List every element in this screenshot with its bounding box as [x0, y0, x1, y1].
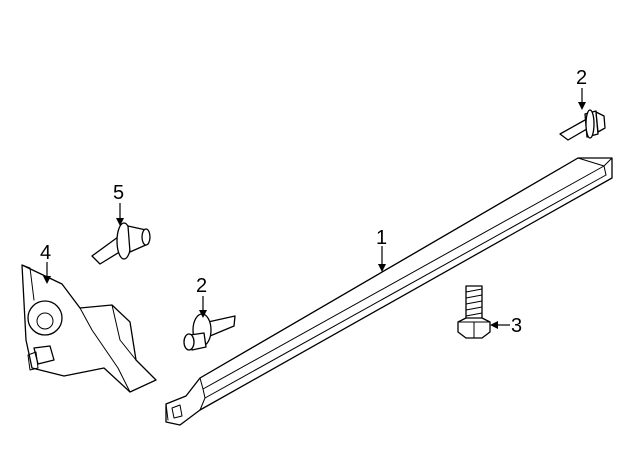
rear-push-pin[interactable] [559, 109, 606, 141]
bolt[interactable] [457, 285, 491, 339]
callout-number-1: 1 [376, 227, 387, 249]
callout-4: 4 [40, 242, 51, 284]
callout-number-2-rear: 2 [576, 67, 587, 89]
callout-number-5: 5 [113, 182, 124, 204]
callout-number-4: 4 [40, 242, 51, 264]
front-push-pin[interactable] [183, 313, 236, 351]
upper-push-pin[interactable] [91, 222, 151, 265]
callout-number-2-front: 2 [196, 275, 207, 297]
callout-3: 3 [490, 315, 522, 337]
callout-2-rear: 2 [576, 67, 587, 110]
rocker-molding[interactable] [165, 157, 613, 426]
splash-bracket[interactable] [21, 264, 157, 393]
callout-2-front: 2 [196, 275, 207, 318]
callout-number-3: 3 [511, 315, 522, 337]
callout-1: 1 [376, 227, 387, 272]
callout-5: 5 [113, 182, 124, 226]
